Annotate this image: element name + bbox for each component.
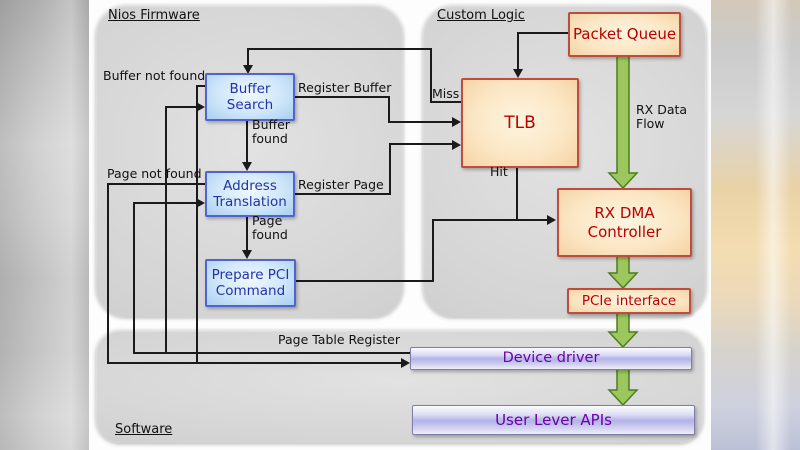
wire-segment [432, 219, 547, 221]
wire-segment [291, 96, 389, 98]
node-tlb: TLB [461, 78, 579, 168]
rx-flow-arrow-icon [607, 310, 639, 347]
arrowhead-down-icon [242, 162, 252, 171]
wire-segment [389, 144, 391, 195]
nios-firmware-title: Nios Firmware [108, 8, 200, 23]
wire-segment [248, 48, 432, 50]
arrowhead-right-icon [196, 198, 205, 208]
arrowhead-down-icon [513, 69, 523, 78]
arrowhead-right-icon [401, 358, 410, 368]
label-page-table-register: Page Table Register [278, 332, 400, 347]
wire-segment [165, 106, 196, 108]
wire-segment [107, 183, 109, 364]
wire-segment [107, 362, 402, 364]
wire-segment [389, 143, 452, 145]
wire-segment [516, 164, 518, 221]
label-miss: Miss [432, 86, 460, 101]
node-user-level-apis: User Lever APIs [412, 405, 695, 435]
custom-logic-title: Custom Logic [437, 8, 525, 23]
wire-segment [133, 352, 410, 354]
label-page-not-found: Page not found [107, 166, 202, 181]
arrowhead-down-icon [242, 250, 252, 259]
label-page-found: Page found [252, 213, 288, 242]
arrowhead-down-icon [243, 65, 253, 74]
arrowhead-right-icon [452, 140, 461, 150]
wire-segment [133, 202, 196, 204]
arrowhead-right-icon [196, 102, 205, 112]
node-pcie-interface: PCIe interface [567, 288, 691, 314]
label-rx-data-flow: RX Data Flow [636, 102, 688, 131]
wire-segment [165, 106, 167, 354]
wire-segment [388, 121, 452, 123]
label-buffer-not-found: Buffer not found [103, 68, 206, 83]
software-title: Software [115, 422, 173, 437]
node-rx-dma-controller: RX DMA Controller [557, 188, 692, 257]
rx-flow-arrow-icon [607, 253, 639, 288]
wire-segment [246, 213, 248, 251]
wire-segment [291, 193, 391, 195]
arrowhead-right-icon [452, 117, 461, 127]
label-hit: Hit [490, 164, 508, 179]
node-prepare-pci-command: Prepare PCI Command [205, 259, 296, 307]
node-buffer-search: Buffer Search [205, 73, 295, 121]
node-address-translation: Address Translation [205, 171, 295, 217]
blurred-right-edge [711, 0, 800, 450]
wire-segment [246, 117, 248, 163]
wire-segment [107, 183, 205, 185]
wire-segment [133, 202, 135, 354]
wire-segment [247, 48, 249, 66]
wire-segment [432, 219, 434, 282]
rx-flow-arrow-icon [607, 368, 639, 405]
wire-segment [196, 85, 205, 87]
label-register-buffer: Register Buffer [298, 80, 392, 95]
blurred-left-edge [0, 0, 89, 450]
label-register-page: Register Page [298, 177, 384, 192]
node-device-driver: Device driver [410, 347, 692, 370]
wire-segment [517, 32, 519, 70]
label-buffer-found: Buffer found [252, 117, 290, 146]
wire-segment [430, 101, 461, 103]
wire-segment [388, 96, 390, 123]
node-packet-queue: Packet Queue [568, 12, 681, 57]
rx-flow-arrow-icon [607, 53, 639, 188]
arrowhead-right-icon [547, 215, 556, 225]
wire-segment [292, 280, 434, 282]
wire-segment [196, 85, 198, 364]
wire-segment [518, 32, 568, 34]
wire-segment [430, 48, 432, 103]
